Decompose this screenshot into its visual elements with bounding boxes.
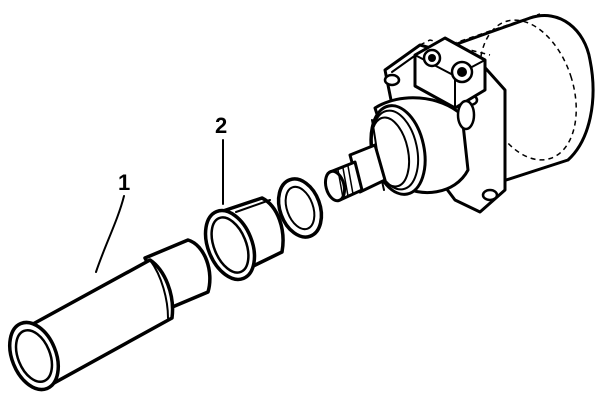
callout-2: 2 — [215, 113, 227, 205]
body-fitting — [456, 99, 476, 131]
motor-assembly — [323, 13, 595, 214]
flange-bolt-hole — [383, 73, 401, 87]
part-2-sleeve — [203, 196, 285, 282]
callout-1-leader-line — [95, 195, 125, 273]
part-1-installer-tool — [8, 238, 212, 392]
motor-body — [369, 96, 476, 196]
callout-1: 1 — [95, 170, 130, 273]
flange-bolt-hole — [481, 188, 499, 202]
output-shaft — [323, 143, 387, 203]
callout-2-label: 2 — [215, 113, 227, 138]
port-block — [413, 36, 487, 110]
seal-washer — [276, 177, 324, 239]
callout-1-label: 1 — [118, 170, 130, 195]
